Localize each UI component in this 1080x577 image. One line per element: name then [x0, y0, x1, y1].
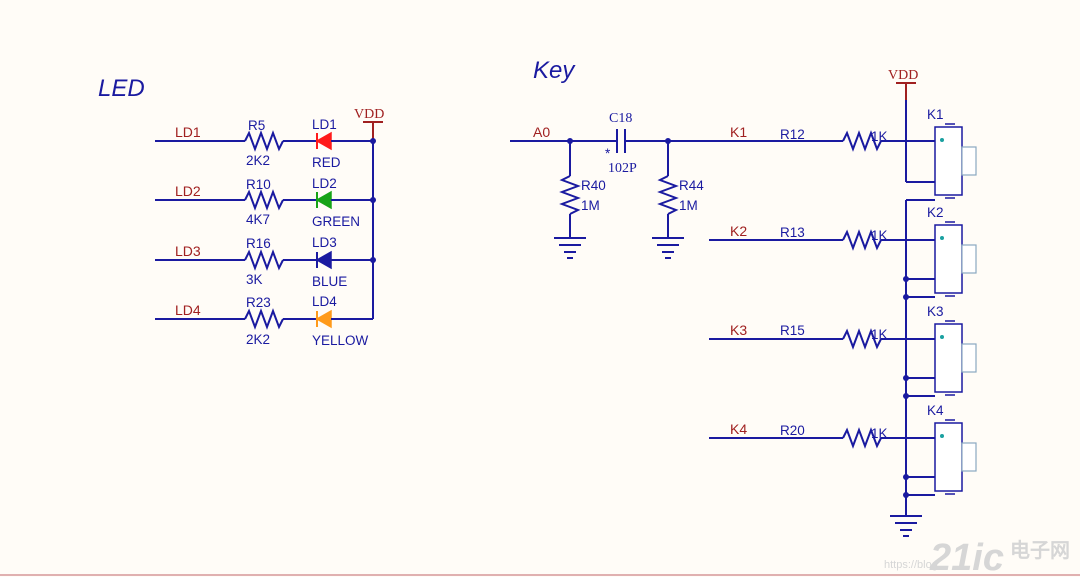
color-ld2: GREEN	[312, 214, 360, 229]
net-label-a0: A0	[533, 124, 550, 140]
ground-icon-r40	[554, 237, 586, 259]
ground-icon-r44	[652, 237, 684, 259]
led-vdd-label: VDD	[354, 107, 384, 122]
val-r12: 1K	[871, 129, 888, 144]
resistor-r20	[842, 427, 882, 449]
net-label-ld3: LD3	[175, 243, 201, 259]
ref-r16: R16	[246, 236, 271, 251]
val-r40: 1M	[581, 198, 600, 213]
watermark-cn: 电子网	[1010, 539, 1070, 562]
val-r16: 3K	[246, 272, 263, 287]
switch-k3-icon	[934, 320, 977, 396]
switch-k2-icon	[934, 221, 977, 297]
led-ld3-icon	[315, 250, 332, 270]
ref-r44: R44	[679, 178, 704, 193]
ref-switch-k3: K3	[927, 304, 944, 319]
val-r13: 1K	[871, 228, 888, 243]
ref-ld2: LD2	[312, 176, 337, 191]
key-input-network: A0 C18 * 102P R40 1M	[510, 111, 843, 259]
net-label-k2: K2	[730, 223, 747, 239]
led-ld1-icon	[315, 131, 332, 151]
key-section: Key A0 C18 * 102P R40 1M	[510, 57, 977, 537]
resistor-r12	[842, 130, 882, 152]
ref-r23: R23	[246, 295, 271, 310]
ref-switch-k2: K2	[927, 205, 944, 220]
ref-switch-k1: K1	[927, 107, 944, 122]
led-row-2: LD2 R10 4K7 LD2 GREEN	[155, 176, 376, 229]
ref-r20: R20	[780, 423, 805, 438]
key-vdd-symbol: VDD	[888, 68, 918, 100]
key-vdd-label: VDD	[888, 68, 918, 83]
ground-icon-keys	[890, 515, 922, 537]
net-label-k3: K3	[730, 322, 747, 338]
net-label-k4: K4	[730, 421, 747, 437]
resistor-r23	[244, 308, 284, 330]
led-ld4-icon	[315, 309, 332, 329]
val-r20: 1K	[871, 426, 888, 441]
val-r23: 2K2	[246, 332, 270, 347]
ref-r12: R12	[780, 127, 805, 142]
watermark: https://blog 21ic 电子网	[884, 537, 1070, 577]
ref-c18: C18	[609, 111, 632, 126]
led-ld2-icon	[315, 190, 332, 210]
val-r15: 1K	[871, 327, 888, 342]
led-row-3: LD3 R16 3K LD3 BLUE	[155, 235, 376, 289]
ref-ld1: LD1	[312, 117, 337, 132]
net-label-k1: K1	[730, 124, 747, 140]
ref-r40: R40	[581, 178, 606, 193]
ref-r10: R10	[246, 177, 271, 192]
watermark-url: https://blog	[884, 559, 938, 571]
ref-ld4: LD4	[312, 294, 337, 309]
net-label-ld2: LD2	[175, 183, 201, 199]
key-row-3: K3 R15 1K K3	[709, 304, 977, 399]
val-r10: 4K7	[246, 212, 270, 227]
net-label-ld1: LD1	[175, 124, 201, 140]
net-label-ld4: LD4	[175, 302, 201, 318]
c18-polarity-mark: *	[605, 146, 611, 161]
resistor-r44	[657, 175, 679, 215]
resistor-r15	[842, 328, 882, 350]
resistor-r13	[842, 229, 882, 251]
ref-r15: R15	[780, 323, 805, 338]
ref-ld3: LD3	[312, 235, 337, 250]
led-section: LED VDD LD1 R5 2K2 LD1 RED	[98, 75, 384, 348]
led-row-1: LD1 R5 2K2 LD1 RED	[155, 117, 376, 170]
val-c18: 102P	[608, 161, 637, 176]
switch-k1-icon	[934, 123, 977, 199]
key-row-2: K2 R13 1K K2	[709, 205, 977, 300]
val-r44: 1M	[679, 198, 698, 213]
color-ld3: BLUE	[312, 274, 347, 289]
watermark-logo: 21ic	[929, 537, 1004, 577]
ref-r5: R5	[248, 118, 265, 133]
resistor-r40	[559, 175, 581, 215]
ref-r13: R13	[780, 225, 805, 240]
key-row-4: K4 R20 1K K4	[709, 403, 977, 498]
key-title: Key	[533, 57, 576, 84]
resistor-r5	[244, 130, 284, 152]
led-vdd-symbol: VDD	[354, 107, 384, 141]
color-ld1: RED	[312, 155, 341, 170]
key-row-1: K1 R12 1K K1	[730, 107, 977, 199]
color-ld4: YELLOW	[312, 333, 369, 348]
ref-switch-k4: K4	[927, 403, 944, 418]
led-row-4: LD4 R23 2K2 LD4 YELLOW	[155, 294, 373, 348]
led-title: LED	[98, 75, 145, 102]
resistor-r16	[244, 249, 284, 271]
switch-k4-icon	[934, 419, 977, 495]
val-r5: 2K2	[246, 153, 270, 168]
resistor-r10	[244, 189, 284, 211]
